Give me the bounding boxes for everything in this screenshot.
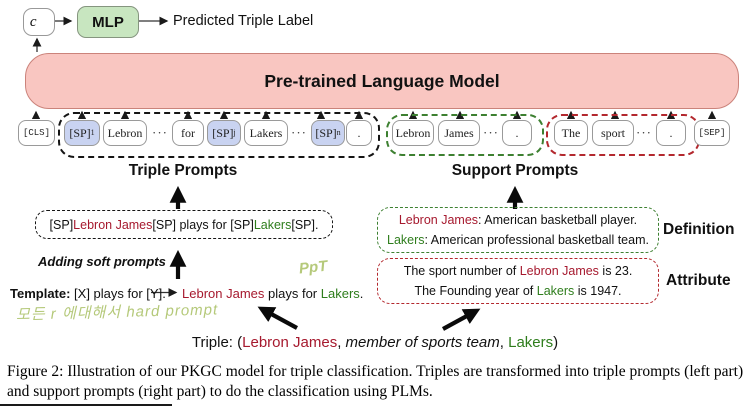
- triple-prompt-token-group: [58, 112, 380, 158]
- token-label: [SP]: [69, 125, 91, 140]
- template-pattern: [X] plays for [Y].: [70, 286, 166, 301]
- token-label: [SP]: [315, 125, 337, 140]
- sentence-segment: [SP] plays for [SP]: [152, 217, 254, 232]
- token-label: .: [669, 125, 673, 140]
- plm-label: Pre-trained Language Model: [264, 70, 500, 91]
- token-subscript: n: [336, 128, 341, 137]
- template-label: Template:: [10, 286, 71, 301]
- attribute-box: The sport number of Lebron James is 23. …: [377, 258, 659, 304]
- template-row: Template: [X] plays for [Y].: [10, 286, 166, 301]
- cls-token-label: [CLS]: [22, 128, 50, 138]
- sentence-segment: [SP]: [49, 217, 74, 232]
- sentence-segment: [SP].: [291, 217, 319, 232]
- ellipsis-tokens: ···: [289, 120, 309, 146]
- context-vector-label: c⃗: [29, 13, 49, 30]
- soft-prompt-token-1: [SP]1: [64, 120, 100, 146]
- adding-soft-prompts-label: Adding soft prompts: [38, 254, 166, 269]
- input-triple-line: Triple: (Lebron James, member of sports …: [140, 334, 610, 351]
- definition-side-label: Definition: [663, 221, 735, 238]
- ellipsis-tokens: ···: [482, 120, 500, 146]
- tail-entity-text: Lakers: [536, 284, 575, 298]
- triple-suffix: ): [553, 334, 559, 351]
- token-label: [SP]: [212, 125, 234, 140]
- sep-token: [SEP]: [694, 120, 730, 146]
- triple-separator: ,: [499, 334, 509, 351]
- attribute-side-label: Attribute: [666, 272, 731, 289]
- token-label: James: [444, 125, 474, 140]
- token-label: Lebron: [395, 125, 431, 140]
- bottom-rule: [0, 404, 172, 406]
- handwritten-note: 모든 r 에대해서 hard prompt: [15, 301, 219, 324]
- support-prompts-label: Support Prompts: [451, 162, 579, 179]
- head-entity-text: Lebron James: [519, 264, 599, 278]
- ellipsis-tokens: ···: [636, 120, 652, 146]
- tail-entity-text: Lakers: [253, 217, 292, 232]
- token-period-attr: .: [656, 120, 686, 146]
- cls-token: [CLS]: [18, 120, 55, 146]
- tail-entity-text: Lakers: [320, 286, 360, 301]
- token-for: for: [172, 120, 204, 146]
- triple-prefix: Triple: (: [191, 334, 243, 351]
- token-lakers: Lakers: [244, 120, 288, 146]
- token-period: .: [346, 120, 372, 146]
- mlp-box: MLP: [77, 6, 139, 38]
- ellipsis-tokens: ···: [149, 120, 171, 146]
- tail-entity-text: Lakers: [387, 233, 425, 247]
- result-segment: .: [359, 286, 364, 301]
- token-label: .: [515, 125, 519, 140]
- attribute-text: is 23.: [598, 264, 633, 278]
- predicted-triple-label: Predicted Triple Label: [173, 13, 314, 29]
- definition-box: Lebron James: American basketball player…: [377, 207, 659, 253]
- definition-text: : American basketball player.: [478, 213, 638, 227]
- sep-token-label: [SEP]: [698, 128, 726, 138]
- tail-entity-text: Lakers: [508, 334, 554, 351]
- head-entity-text: Lebron James: [398, 213, 479, 227]
- mlp-label: MLP: [92, 13, 124, 31]
- result-segment: plays for: [264, 286, 321, 301]
- triple-prompt-sentence-box: [SP] Lebron James [SP] plays for [SP] La…: [35, 210, 333, 239]
- ellipsis-label: ···: [152, 125, 168, 140]
- token-label: The: [561, 125, 581, 140]
- attribute-text: The Founding year of: [414, 284, 537, 298]
- definition-text: : American professional basketball team.: [424, 233, 649, 247]
- token-james-def: James: [438, 120, 480, 146]
- token-period-def: .: [502, 120, 532, 146]
- soft-prompt-token-n: [SP]n: [311, 120, 345, 146]
- definition-line-2: Lakers: American professional basketball…: [387, 230, 649, 250]
- token-subscript: 1: [90, 128, 95, 137]
- soft-prompt-token-j: [SP]j: [207, 120, 241, 146]
- triple-prompts-label: Triple Prompts: [128, 162, 238, 179]
- head-entity-text: Lebron James: [73, 217, 153, 232]
- token-sport-attr: sport: [592, 120, 634, 146]
- token-lebron: Lebron: [103, 120, 147, 146]
- ellipsis-label: ···: [291, 125, 307, 140]
- handwritten-ppt-annotation: PpT: [298, 257, 329, 278]
- token-label: Lebron: [107, 125, 143, 140]
- definition-token-group: [386, 114, 544, 156]
- token-label: .: [357, 125, 361, 140]
- token-lebron-def: Lebron: [392, 120, 434, 146]
- pretrained-language-model-box: Pre-trained Language Model: [25, 53, 739, 109]
- relation-text: member of sports team: [345, 334, 500, 351]
- token-label: Lakers: [249, 125, 283, 140]
- attribute-line-1: The sport number of Lebron James is 23.: [404, 261, 633, 281]
- triple-separator: ,: [337, 334, 346, 351]
- head-entity-text: Lebron James: [182, 286, 265, 301]
- attribute-text: is 1947.: [574, 284, 622, 298]
- attribute-text: The sport number of: [403, 264, 520, 278]
- ellipsis-label: ···: [636, 125, 652, 140]
- figure-caption: Figure 2: Illustration of our PKGC model…: [7, 363, 744, 400]
- token-label: for: [181, 125, 195, 140]
- ellipsis-label: ···: [483, 125, 499, 140]
- context-vector-box: c⃗: [23, 8, 55, 36]
- token-the-attr: The: [554, 120, 588, 146]
- token-subscript: j: [233, 128, 236, 137]
- attribute-line-2: The Founding year of Lakers is 1947.: [414, 281, 621, 301]
- definition-line-1: Lebron James: American basketball player…: [399, 210, 637, 230]
- head-entity-text: Lebron James: [242, 334, 338, 351]
- template-result-row: Lebron James plays for Lakers.: [182, 286, 363, 301]
- token-label: sport: [601, 125, 625, 140]
